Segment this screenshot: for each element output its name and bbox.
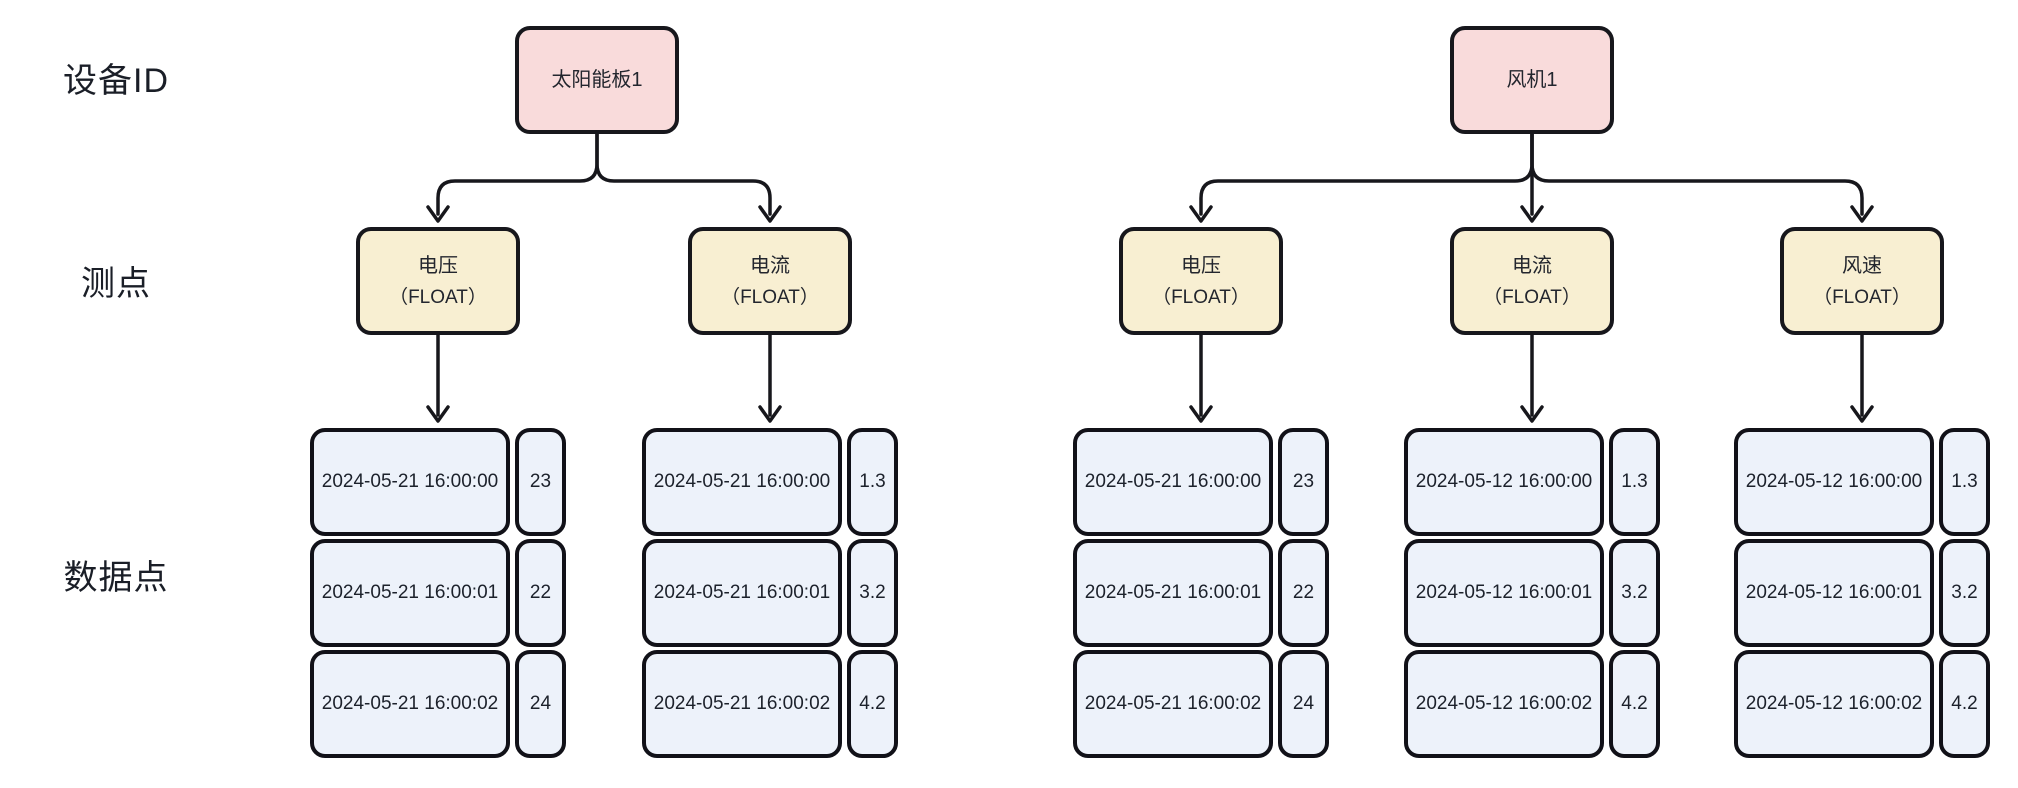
datapoint-value: 3.2 <box>1939 539 1990 647</box>
measurement-node-wind-windspeed: 风速 （FLOAT） <box>1780 227 1944 335</box>
measurement-node-wind-voltage: 电压 （FLOAT） <box>1119 227 1283 335</box>
measurement-name: 电流 <box>1512 254 1552 277</box>
arrowhead-solar-voltage-data <box>426 405 450 423</box>
edge-solar-to-voltage <box>436 132 599 216</box>
datapoint-value: 1.3 <box>847 428 898 536</box>
datapoint-time: 2024-05-21 16:00:00 <box>310 428 510 536</box>
arrowhead-wind-voltage-data <box>1189 405 1213 423</box>
arrowhead-solar-current <box>758 205 782 223</box>
edge-solar-to-current <box>595 132 772 216</box>
datapoint-time: 2024-05-12 16:00:02 <box>1404 650 1604 758</box>
datapoint-value: 3.2 <box>1609 539 1660 647</box>
measurement-node-solar-voltage: 电压 （FLOAT） <box>356 227 520 335</box>
device-node-solar-panel-1: 太阳能板1 <box>515 26 679 134</box>
edge-wind-to-voltage <box>1199 132 1534 216</box>
datapoint-value: 4.2 <box>847 650 898 758</box>
datapoint-time: 2024-05-21 16:00:02 <box>642 650 842 758</box>
arrowhead-solar-voltage <box>426 205 450 223</box>
row-label-measure-point: 测点 <box>81 265 151 303</box>
measurement-type: （FLOAT） <box>389 286 487 308</box>
row-label-data-point: 数据点 <box>63 559 169 597</box>
datapoint-value: 1.3 <box>1609 428 1660 536</box>
datapoint-time: 2024-05-21 16:00:01 <box>1073 539 1273 647</box>
measurement-type: （FLOAT） <box>1152 286 1250 308</box>
measurement-name: 电压 <box>418 254 458 277</box>
datapoint-value: 4.2 <box>1939 650 1990 758</box>
measurement-name: 电流 <box>750 254 790 277</box>
datapoint-time: 2024-05-12 16:00:02 <box>1734 650 1934 758</box>
datapoint-value: 4.2 <box>1609 650 1660 758</box>
datapoint-time: 2024-05-21 16:00:02 <box>1073 650 1273 758</box>
datapoint-time: 2024-05-21 16:00:01 <box>642 539 842 647</box>
datapoint-value: 24 <box>1278 650 1329 758</box>
arrowhead-wind-windspeed-data <box>1850 405 1874 423</box>
datapoint-value: 3.2 <box>847 539 898 647</box>
datapoint-time: 2024-05-12 16:00:00 <box>1404 428 1604 536</box>
datapoint-value: 1.3 <box>1939 428 1990 536</box>
measurement-node-solar-current: 电流 （FLOAT） <box>688 227 852 335</box>
row-label-device-id: 设备ID <box>63 62 169 100</box>
arrowhead-solar-current-data <box>758 405 782 423</box>
measurement-node-wind-current: 电流 （FLOAT） <box>1450 227 1614 335</box>
arrowhead-wind-current-data <box>1520 405 1544 423</box>
measurement-name: 电压 <box>1181 254 1221 277</box>
device-label: 太阳能板1 <box>551 69 643 91</box>
device-label: 风机1 <box>1506 69 1558 91</box>
datapoint-time: 2024-05-21 16:00:00 <box>1073 428 1273 536</box>
datapoint-value: 24 <box>515 650 566 758</box>
datapoint-time: 2024-05-12 16:00:00 <box>1734 428 1934 536</box>
datapoint-time: 2024-05-12 16:00:01 <box>1404 539 1604 647</box>
edge-wind-to-windspeed <box>1530 132 1864 216</box>
datapoint-value: 23 <box>1278 428 1329 536</box>
measurement-type: （FLOAT） <box>1483 286 1581 308</box>
arrowhead-wind-windspeed <box>1850 205 1874 223</box>
arrowhead-wind-current <box>1520 205 1544 223</box>
measurement-type: （FLOAT） <box>1813 286 1911 308</box>
measurement-type: （FLOAT） <box>721 286 819 308</box>
measurement-name: 风速 <box>1842 254 1882 277</box>
datapoint-value: 22 <box>515 539 566 647</box>
device-node-wind-turbine-1: 风机1 <box>1450 26 1614 134</box>
datapoint-time: 2024-05-21 16:00:01 <box>310 539 510 647</box>
datapoint-time: 2024-05-21 16:00:02 <box>310 650 510 758</box>
datapoint-value: 23 <box>515 428 566 536</box>
datapoint-value: 22 <box>1278 539 1329 647</box>
datapoint-time: 2024-05-21 16:00:00 <box>642 428 842 536</box>
datapoint-time: 2024-05-12 16:00:01 <box>1734 539 1934 647</box>
arrowhead-wind-voltage <box>1189 205 1213 223</box>
